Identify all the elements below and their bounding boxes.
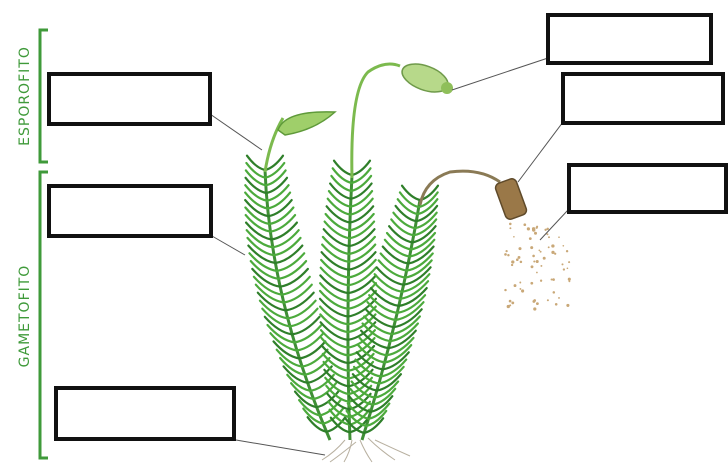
- spore: [523, 223, 526, 226]
- spore: [509, 223, 512, 226]
- label-box-5[interactable]: [561, 72, 725, 125]
- rhizoids: [322, 438, 410, 462]
- spore: [558, 236, 560, 238]
- spore: [518, 256, 521, 259]
- gametophyte-leaves: [245, 156, 438, 433]
- spore: [568, 278, 571, 281]
- spore: [532, 227, 535, 230]
- spore: [548, 236, 550, 238]
- spore: [507, 254, 509, 256]
- label-box-6[interactable]: [567, 163, 728, 214]
- spore: [536, 302, 539, 305]
- sporophyte-setae: [265, 64, 500, 205]
- spore: [543, 257, 546, 260]
- spore: [544, 229, 546, 231]
- spore: [568, 280, 570, 282]
- spore: [568, 261, 570, 263]
- spore: [540, 265, 542, 267]
- spore: [511, 302, 514, 305]
- spore: [509, 300, 512, 303]
- label-box-1[interactable]: [47, 72, 212, 126]
- label-box-2[interactable]: [47, 184, 213, 238]
- label-box-4[interactable]: [546, 13, 713, 65]
- spore: [527, 227, 530, 230]
- spore: [551, 278, 553, 280]
- spore: [521, 289, 524, 292]
- spore: [536, 260, 539, 263]
- spore: [563, 268, 565, 270]
- spore: [529, 237, 532, 240]
- spore: [536, 227, 538, 229]
- spore: [536, 272, 538, 274]
- spore: [567, 267, 569, 269]
- spore: [518, 247, 521, 250]
- spore: [566, 304, 569, 307]
- spore: [514, 284, 517, 287]
- spore: [530, 282, 533, 285]
- capsule-with-calyptra: [278, 112, 335, 135]
- spore: [552, 278, 555, 281]
- spore: [561, 263, 563, 265]
- spore: [530, 246, 533, 249]
- spore: [540, 280, 542, 282]
- spore: [551, 251, 554, 254]
- mature-capsule: [398, 59, 453, 98]
- spore: [516, 258, 519, 261]
- gametofito-label: GAMETOFITO: [17, 261, 33, 371]
- spore: [509, 304, 511, 306]
- spore: [558, 297, 560, 299]
- spore: [532, 255, 535, 258]
- spore: [533, 307, 536, 310]
- spores: [504, 223, 571, 311]
- esporofito-label: ESPOROFITO: [17, 41, 33, 151]
- label-box-3[interactable]: [54, 386, 236, 441]
- spore: [519, 282, 521, 284]
- spore: [547, 299, 549, 301]
- spore: [538, 249, 540, 251]
- spore: [546, 228, 549, 231]
- spore: [511, 260, 514, 263]
- spore: [531, 265, 534, 268]
- spore: [532, 300, 535, 303]
- spore: [533, 260, 535, 262]
- spore: [562, 245, 564, 247]
- open-capsule: [494, 177, 528, 220]
- spore: [566, 250, 568, 252]
- spore: [548, 246, 550, 248]
- spore: [520, 261, 523, 264]
- spore: [505, 250, 507, 252]
- spore: [511, 264, 513, 266]
- spore: [555, 303, 558, 306]
- spore: [504, 253, 507, 256]
- spore: [519, 288, 521, 290]
- spore: [509, 227, 511, 229]
- spore: [553, 291, 556, 294]
- spore: [551, 244, 554, 247]
- spore: [534, 232, 537, 235]
- spore: [513, 236, 515, 238]
- spore: [540, 251, 542, 253]
- spore: [504, 289, 506, 291]
